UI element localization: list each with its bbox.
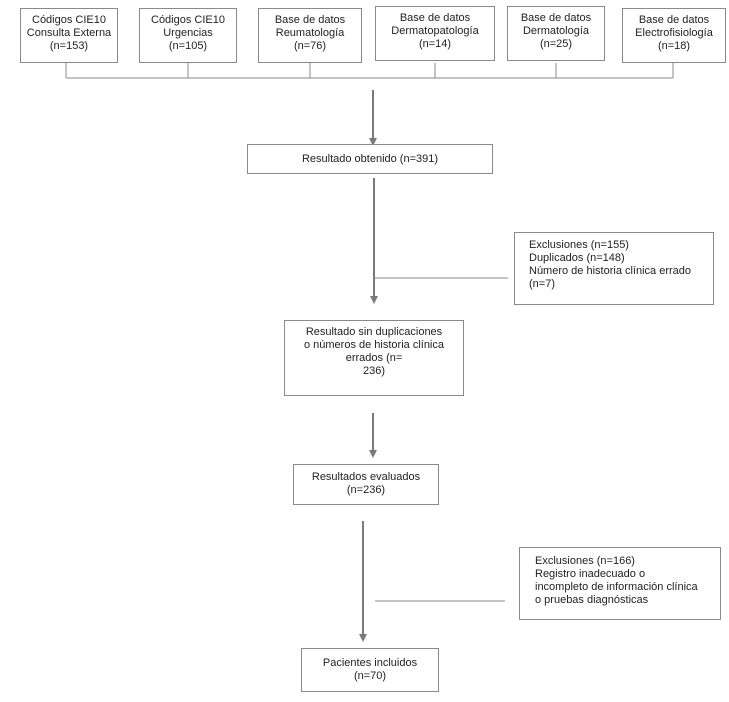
dedup-line: errados (n= (345, 352, 403, 364)
source-line: Base de datos (399, 12, 471, 24)
exclusions-1-line: Duplicados (n=148) (529, 252, 625, 264)
source-line: (n=105) (168, 40, 208, 52)
source-line: Electrofisiología (635, 27, 713, 39)
dedup-line: 236) (362, 365, 386, 377)
evaluated-line: (n=236) (346, 484, 386, 496)
source-line: Códigos CIE10 (151, 14, 225, 26)
exclusions-2-line: Registro inadecuado o (535, 568, 646, 580)
source-line: Base de datos (520, 12, 592, 24)
included-line: (n=70) (353, 670, 387, 682)
exclusions-2-line: incompleto de información clínica (535, 581, 698, 593)
exclusions-box-1: Exclusiones (n=155) Duplicados (n=148) N… (514, 232, 714, 305)
dedup-box: Resultado sin duplicaciones o números de… (284, 320, 464, 396)
exclusions-1-line: Número de historia clínica errado (529, 265, 692, 277)
included-box: Pacientes incluidos (n=70) (301, 648, 439, 692)
source-line: Base de datos (638, 14, 710, 26)
source-line: (n=153) (49, 40, 89, 52)
source-line: (n=18) (657, 40, 691, 52)
source-box-reumatologia: Base de datos Reumatología (n=76) (258, 8, 362, 63)
included-line: Pacientes incluidos (322, 657, 418, 669)
evaluated-box: Resultados evaluados (n=236) (293, 464, 439, 505)
source-line: Dermatopatología (391, 25, 479, 37)
obtained-box: Resultado obtenido (n=391) (247, 144, 493, 174)
source-line: (n=76) (293, 40, 327, 52)
dedup-line: Resultado sin duplicaciones (305, 326, 443, 338)
exclusions-1-line: (n=7) (529, 278, 555, 290)
exclusions-1-line: Exclusiones (n=155) (529, 239, 629, 251)
exclusions-2-line: o pruebas diagnósticas (535, 594, 649, 606)
source-line: Urgencias (163, 27, 213, 39)
source-line: Reumatología (275, 27, 345, 39)
source-box-dermatologia: Base de datos Dermatología (n=25) (507, 6, 605, 61)
obtained-text: Resultado obtenido (n=391) (301, 153, 439, 165)
source-line: Base de datos (274, 14, 346, 26)
source-line: Códigos CIE10 (32, 14, 106, 26)
source-line: Dermatología (522, 25, 590, 37)
source-line: (n=14) (418, 38, 452, 50)
exclusions-2-line: Exclusiones (n=166) (535, 555, 635, 567)
source-line: (n=25) (539, 38, 573, 50)
source-line: Consulta Externa (26, 27, 112, 39)
dedup-line: o números de historia clínica (303, 339, 444, 351)
source-box-consulta-externa: Códigos CIE10 Consulta Externa (n=153) (20, 8, 118, 63)
source-box-dermatopatologia: Base de datos Dermatopatología (n=14) (375, 6, 495, 61)
source-box-urgencias: Códigos CIE10 Urgencias (n=105) (139, 8, 237, 63)
source-box-electrofisiologia: Base de datos Electrofisiología (n=18) (622, 8, 726, 63)
evaluated-line: Resultados evaluados (311, 471, 421, 483)
exclusions-box-2: Exclusiones (n=166) Registro inadecuado … (519, 547, 721, 620)
